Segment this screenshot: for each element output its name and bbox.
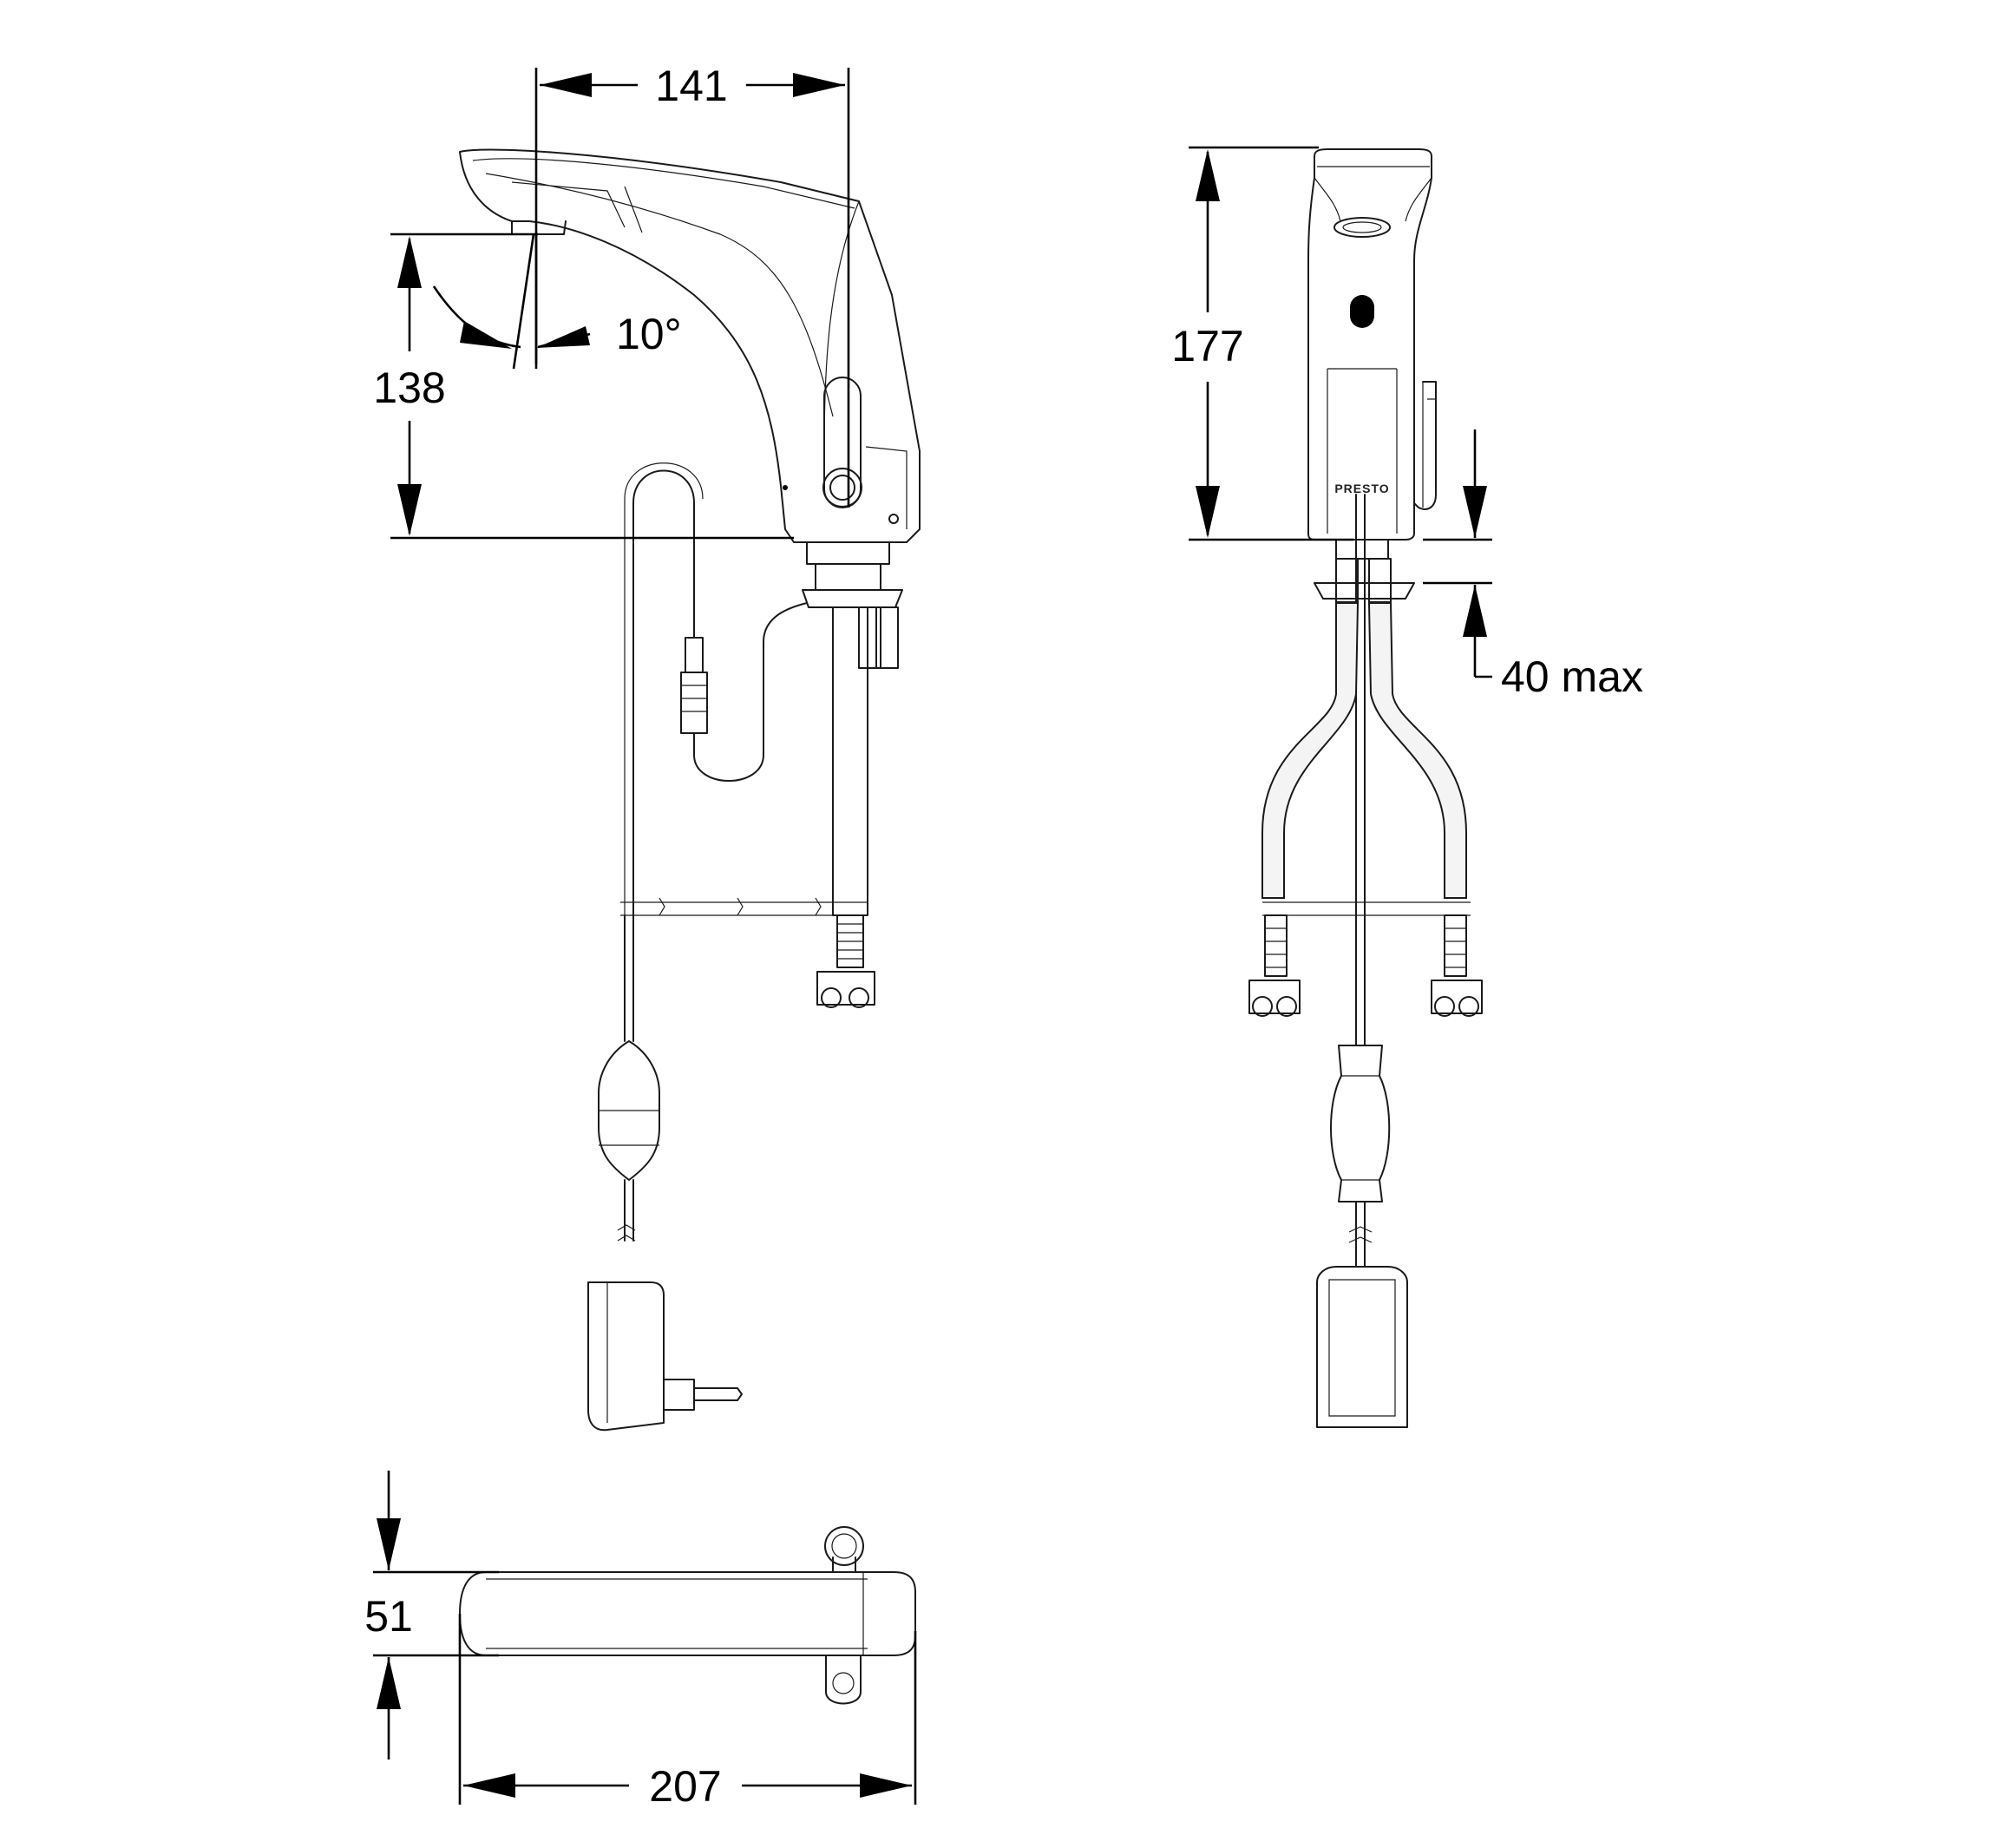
side-view [459, 148, 921, 1432]
dim-spout-angle: 10° [432, 233, 682, 370]
brand-mark: PRESTO [1334, 482, 1389, 495]
dim-total-height: 177 [1171, 146, 1353, 541]
sensor-eye [1350, 295, 1374, 328]
dim-label-177: 177 [1171, 322, 1243, 370]
dim-label-207: 207 [649, 1762, 721, 1811]
dim-label-angle: 10° [616, 310, 682, 358]
dim-label-141: 141 [655, 62, 727, 110]
dim-label-40max: 40 max [1501, 652, 1643, 701]
power-adapter-side [587, 1281, 665, 1432]
dim-label-51: 51 [364, 1592, 413, 1641]
tap-body-top [459, 1571, 916, 1656]
top-view [459, 1526, 916, 1705]
tap-body-front [1307, 148, 1432, 541]
dim-label-138: 138 [373, 364, 445, 412]
dim-spout-height: 138 [373, 233, 794, 540]
aerator-front [1333, 217, 1391, 238]
control-module-front [1330, 1045, 1391, 1203]
front-view: PRESTO [1248, 148, 1483, 1428]
sensor-button [822, 468, 862, 508]
tap-body-side [459, 148, 921, 543]
control-module [598, 1040, 660, 1181]
power-adapter-front [1316, 1266, 1408, 1428]
dim-deck-thickness: 40 max [1423, 429, 1643, 701]
dim-total-length: 207 [458, 1614, 917, 1811]
dim-spout-reach: 141 [534, 62, 850, 508]
dim-body-width: 51 [364, 1471, 499, 1760]
